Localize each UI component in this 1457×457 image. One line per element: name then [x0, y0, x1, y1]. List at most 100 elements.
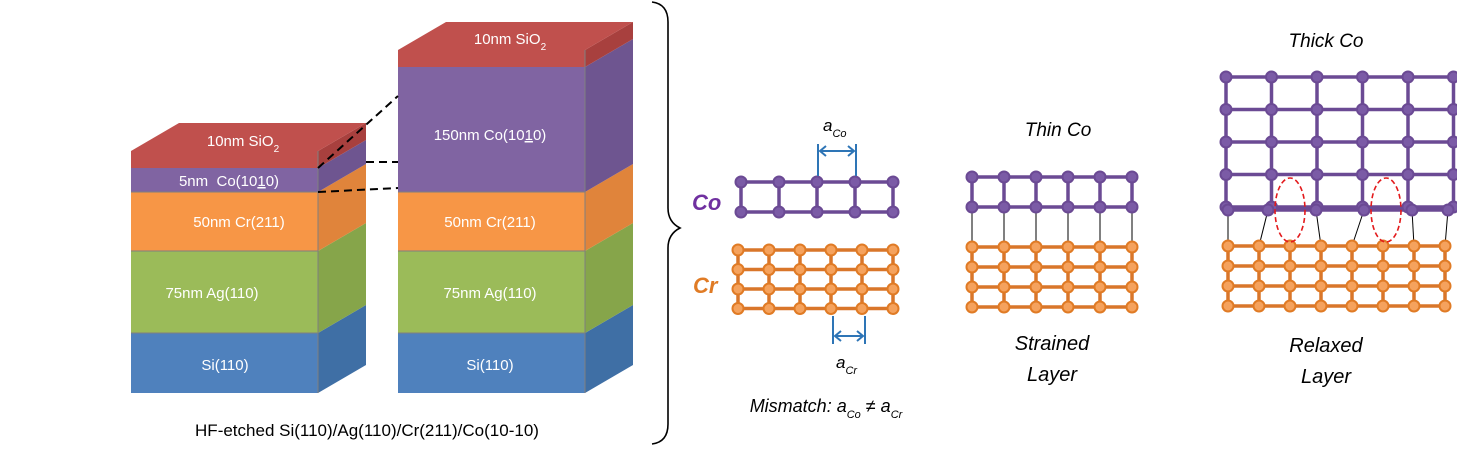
co-lattice-atom	[1093, 170, 1107, 184]
cr-lattice-atom	[793, 282, 807, 296]
thin-cr-layer	[131, 192, 318, 251]
a-cr-label: aCr	[836, 353, 858, 377]
mismatch-lattices	[731, 175, 900, 315]
relaxed-label-line2: Layer	[1301, 366, 1352, 388]
cr-lattice-atom	[997, 240, 1011, 254]
cr-lattice-atom	[793, 302, 807, 315]
co-lattice-atom	[1219, 135, 1233, 149]
cr-lattice-atom	[1029, 260, 1043, 274]
co-lattice-atom	[1061, 200, 1075, 214]
strained-label-line2: Layer	[1027, 364, 1078, 386]
thick-cr-side	[585, 164, 633, 251]
thick-co-title: Thick Co	[1289, 31, 1364, 52]
cr-lattice-atom	[1252, 239, 1266, 253]
cr-lattice-atom	[1407, 279, 1421, 293]
thick-si-side	[585, 305, 633, 393]
cr-lattice-atom	[793, 263, 807, 276]
cr-lattice-atom	[1407, 299, 1421, 313]
cr-lattice-atom	[1093, 240, 1107, 254]
dislocation-ellipse-right	[1370, 177, 1402, 243]
cr-lattice-atom	[793, 243, 807, 257]
cr-lattice-atom	[1221, 259, 1235, 273]
thin-cr-label: 50nm Cr(211)	[193, 214, 284, 231]
thick-co-panel: Thick Co Relaxed Layer	[1219, 31, 1457, 388]
mismatch-label: Mismatch: aCo ≠ aCr	[750, 396, 904, 421]
cr-lattice-atom	[1093, 300, 1107, 314]
cr-lattice-atom	[762, 302, 776, 315]
thin-top-face	[131, 123, 366, 151]
cr-lattice-atom	[1252, 259, 1266, 273]
cr-lattice-atom	[762, 243, 776, 257]
thin-cr-side	[318, 164, 366, 251]
thin-ag-layer	[131, 251, 318, 333]
thin-co-layer	[131, 168, 318, 192]
cr-lattice-atom	[855, 243, 869, 257]
cr-lattice-atom	[1029, 280, 1043, 294]
co-lattice-atom	[1447, 70, 1457, 84]
co-lattice-atom	[1029, 170, 1043, 184]
co-lattice-atom	[1405, 203, 1419, 217]
cr-lattice-atom	[1061, 300, 1075, 314]
co-lattice-atom	[772, 205, 786, 219]
cr-lattice-atom	[965, 240, 979, 254]
co-lattice-atom	[810, 205, 824, 219]
cr-lattice-atom	[1345, 239, 1359, 253]
cr-lattice-atom	[1252, 299, 1266, 313]
zoom-dashed-lines	[317, 95, 399, 193]
thick-si-label: Si(110)	[466, 357, 513, 374]
co-lattice-atom	[1219, 103, 1233, 116]
co-lattice-atom	[1441, 203, 1455, 217]
cr-lattice-atom	[731, 263, 745, 276]
cr-lattice-atom	[824, 282, 838, 296]
co-lattice-atom	[997, 200, 1011, 214]
cr-lattice-atom	[1221, 299, 1235, 313]
cr-lattice-atom	[1407, 239, 1421, 253]
cr-lattice-atom	[1252, 279, 1266, 293]
co-lattice-atom	[1447, 135, 1457, 149]
relaxed-label-line1: Relaxed	[1289, 335, 1363, 357]
cr-lattice-atom	[1438, 259, 1452, 273]
mismatch-panel: Co Cr aCo aCr Mismatch: aCo ≠ aCr	[692, 116, 904, 421]
co-lattice-atom	[1356, 103, 1369, 116]
curly-brace	[651, 1, 682, 445]
co-lattice-atom	[1125, 200, 1139, 214]
cr-lattice-atom	[886, 243, 900, 257]
thin-co-side	[318, 140, 366, 192]
cr-lattice-atom	[762, 263, 776, 276]
cr-lattice-atom	[855, 302, 869, 315]
thick-sio2-label: 10nm SiO2	[474, 31, 547, 53]
thick-co-label: 150nm Co(1010)	[434, 127, 547, 144]
a-cr-arrow	[832, 316, 866, 344]
co-lattice-atom	[1310, 135, 1324, 149]
thick-sio2-layer	[398, 50, 585, 67]
cr-lattice-atom	[1125, 240, 1139, 254]
cr-lattice-atom	[1345, 299, 1359, 313]
thin-co-lattice	[965, 170, 1139, 314]
cr-lattice-atom	[1029, 300, 1043, 314]
cr-lattice-atom	[1314, 299, 1328, 313]
co-lattice-atom	[1356, 135, 1369, 149]
cr-lattice-atom	[1061, 240, 1075, 254]
co-lattice-atom	[1093, 200, 1107, 214]
cr-lattice-atom	[1314, 259, 1328, 273]
co-lattice-atom	[1447, 103, 1457, 116]
co-lattice-atom	[1029, 200, 1043, 214]
cr-lattice-atom	[1093, 280, 1107, 294]
cr-lattice-atom	[824, 243, 838, 257]
cr-lattice-atom	[1283, 239, 1297, 253]
co-lattice-atom	[1310, 168, 1324, 181]
co-lattice-atom	[886, 175, 900, 189]
cr-lattice-atom	[824, 302, 838, 315]
thin-ag-side	[318, 223, 366, 333]
cr-lattice-atom	[1438, 239, 1452, 253]
co-lattice-atom	[1401, 135, 1415, 149]
thick-stack: 10nm SiO2 150nm Co(1010) 50nm Cr(211) 75…	[398, 22, 633, 393]
thick-top-face	[398, 22, 633, 50]
co-lattice-atom	[1447, 168, 1457, 181]
cr-lattice-atom	[1061, 260, 1075, 274]
cr-lattice-atom	[1345, 259, 1359, 273]
thin-sio2-layer	[131, 151, 318, 168]
cr-lattice-atom	[855, 263, 869, 276]
thin-ag-label: 75nm Ag(110)	[165, 285, 258, 302]
